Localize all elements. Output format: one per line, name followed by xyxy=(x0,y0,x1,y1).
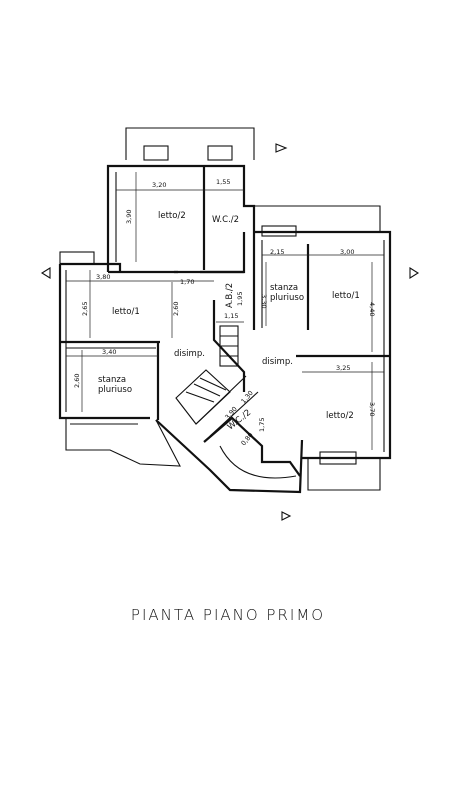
right-top-balcony xyxy=(254,205,381,232)
dimension-label: 3,40 xyxy=(102,348,116,356)
dimension-label: 2,15 xyxy=(270,248,284,256)
room-label: letto/2 xyxy=(326,411,354,421)
dimension-label: 4,40 xyxy=(368,302,376,316)
dimension-label: 2,60 xyxy=(172,302,180,316)
plan-title: PIANTA PIANO PRIMO xyxy=(130,606,326,624)
window-marker xyxy=(143,145,169,161)
dimension-label: 3,00 xyxy=(340,248,354,256)
dimension-label: 1,95 xyxy=(236,292,244,306)
north-arrow xyxy=(281,511,292,521)
north-arrow xyxy=(275,143,288,153)
dimension-label: 3,70 xyxy=(368,402,376,416)
window-marker xyxy=(207,145,233,161)
dimension-label: 1,75 xyxy=(258,418,266,432)
window-marker xyxy=(59,251,95,265)
room-label: A.B./2 xyxy=(225,283,235,308)
dimension-label: 3,80 xyxy=(96,273,110,281)
dimension-label: 1,70 xyxy=(180,278,194,286)
stair-landing xyxy=(175,369,231,425)
room-label: disimp. xyxy=(262,357,293,367)
room-label: letto/2 xyxy=(158,211,186,221)
room-label: letto/1 xyxy=(332,291,360,301)
right-wing-walls xyxy=(252,230,392,460)
dimension-label: 3,90 xyxy=(125,210,133,224)
dimension-label: 3,20 xyxy=(152,181,166,189)
lower-wc-arc xyxy=(219,445,297,479)
dimension-label: 1,15 xyxy=(224,312,238,320)
room-label: pluriuso xyxy=(98,385,132,395)
room-label: letto/1 xyxy=(112,307,140,317)
dimension-label: 1,55 xyxy=(216,178,230,186)
dimension-label: 2,60 xyxy=(73,374,81,388)
dimension-label: 3,25 xyxy=(336,364,350,372)
left-balcony xyxy=(65,418,181,467)
dimension-label: 2,65 xyxy=(81,302,89,316)
room-label: W.C./2 xyxy=(212,215,239,225)
room-label: disimp. xyxy=(174,349,205,359)
room-label: stanza xyxy=(270,283,298,293)
dimension-label: 3,30 xyxy=(260,294,268,308)
right-bottom-balcony xyxy=(307,458,381,491)
top-balcony xyxy=(125,127,255,160)
dimension-label: 0,80 xyxy=(239,431,254,447)
window-marker xyxy=(261,225,297,237)
section-arrow xyxy=(40,267,51,279)
section-arrow xyxy=(409,267,420,279)
room-label: stanza xyxy=(98,375,126,385)
lower-wc-walls xyxy=(203,416,301,477)
window-marker xyxy=(319,451,357,465)
room-label: pluriuso xyxy=(270,293,304,303)
dimension-lines xyxy=(66,172,384,450)
